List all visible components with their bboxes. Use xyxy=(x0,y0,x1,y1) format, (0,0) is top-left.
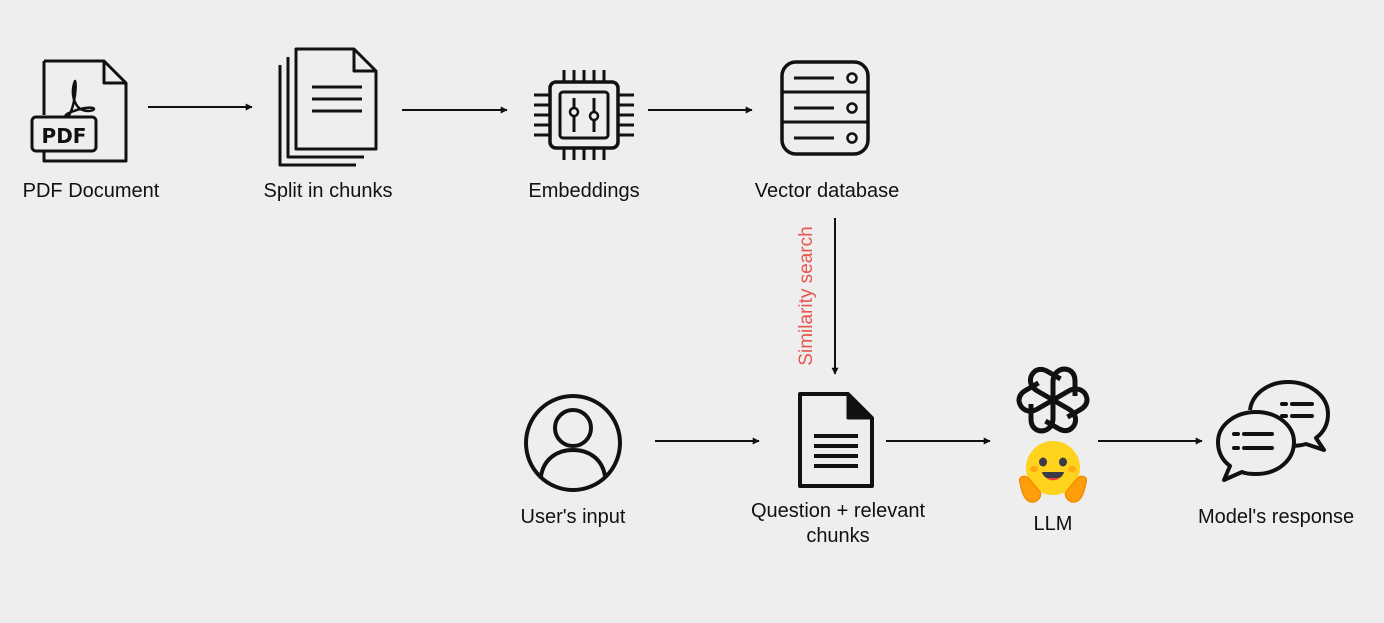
label-question-relevant-chunks: Question + relevant chunks xyxy=(751,500,925,547)
stacked-documents-icon xyxy=(278,47,378,167)
cpu-chip-icon xyxy=(534,70,634,160)
label-split-in-chunks: Split in chunks xyxy=(263,180,393,202)
openai-logo-icon xyxy=(1016,366,1090,434)
label-llm: LLM xyxy=(1033,513,1073,535)
edge-label-similarity-search: Similarity search xyxy=(796,226,817,366)
chat-bubbles-icon xyxy=(1216,380,1330,482)
pdf-badge-text: PDF xyxy=(42,124,87,148)
hugging-face-logo-icon xyxy=(1018,441,1088,503)
pdf-file-icon: PDF xyxy=(30,59,128,163)
document-icon xyxy=(798,392,874,488)
user-circle-icon xyxy=(524,394,622,492)
label-embeddings: Embeddings xyxy=(528,180,640,202)
label-models-response: Model's response xyxy=(1197,506,1355,528)
label-vector-database: Vector database xyxy=(754,180,900,202)
label-pdf-document: PDF Document xyxy=(22,180,160,202)
label-users-input: User's input xyxy=(520,506,626,528)
database-server-icon xyxy=(780,60,870,156)
